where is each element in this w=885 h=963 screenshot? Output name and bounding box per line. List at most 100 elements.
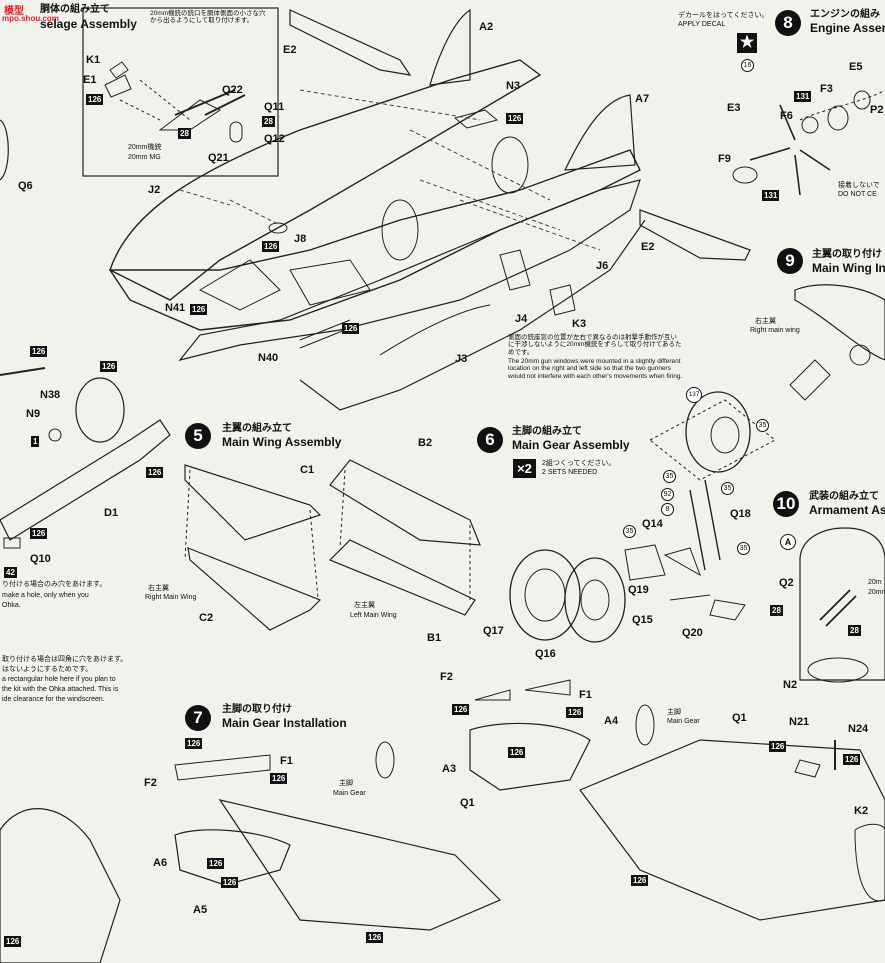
label-k3: K3 [572,318,587,330]
badge-28-q2: 28 [770,605,783,616]
turret-gun-shape [819,589,857,627]
wing-right-install-shape [579,739,885,921]
part-k2-shape [854,823,885,902]
badge-28-gun: 28 [848,625,861,636]
part-j3-shape [379,304,491,356]
cockpit-seat-shape [198,259,281,311]
part-f2-f1-top-shape [474,679,571,701]
badge-126-a6: 126 [207,858,225,869]
left-part-q6 [0,119,9,181]
color-137: 137 [686,387,702,403]
label-j8: J8 [294,233,307,245]
badge-126-j8: 126 [262,241,280,252]
sub-step-a: A [780,534,796,550]
part-e5-shape [853,90,871,110]
step-7-title-en: Main Gear Installation [222,716,347,730]
label-q21: Q21 [208,152,229,164]
badge-126-n21: 126 [769,741,787,752]
badge-126-a4: 126 [508,747,526,758]
note2-ja2: はないようにするためです。 [2,666,93,673]
badge-126-bottom-left: 126 [4,936,22,947]
step-9-number: 9 [777,248,803,274]
label-q22: Q22 [222,84,243,96]
color-35-c: 35 [721,482,734,495]
part-j4-shape [499,249,531,291]
wing-b1-shape [328,539,476,616]
badge-126-right-wing: 126 [631,875,649,886]
label-n38: N38 [40,389,61,401]
label-f1-top: F1 [579,689,592,701]
color-92: 92 [661,488,674,501]
wheel-install-shape [375,741,395,779]
note1-en1: make a hole, only when you [2,592,89,599]
bulkhead-shape-2 [381,199,419,261]
badge-126-f1-top: 126 [566,707,584,718]
label-j6: J6 [596,260,609,272]
badge-28: 28 [262,116,275,127]
wing-install-shape [218,799,502,931]
label-e1: E1 [83,74,97,86]
label-q18: Q18 [730,508,751,520]
badge-126-left: 126 [30,346,48,357]
sets-en: 2 SETS NEEDED [542,469,598,476]
left-rod [0,367,46,376]
label-q20: Q20 [682,627,703,639]
main-gear-ja: 主脚 [339,780,353,787]
part-n3-shape [453,109,499,129]
wheel-q16-inner [580,579,610,621]
part-e1-shape [104,74,132,98]
wheel-q17-inner [524,568,566,622]
tail-a7 [563,94,636,171]
stabilizer-e2-bottom [639,209,751,261]
note1-ja: り付ける場合のみ穴をあけます。 [2,581,107,588]
label-q1-right: Q1 [732,712,747,724]
gun-barrel-line-2 [204,94,246,116]
left-main-wing-en: Left Main Wing [350,612,397,619]
badge-42: 42 [4,567,17,578]
label-q10: Q10 [30,553,51,565]
badge-126-d1: 126 [146,467,164,478]
nacelle-shape [849,344,871,366]
warning-en: DO NOT CE [838,191,877,198]
label-q14: Q14 [642,518,663,530]
label-f1: F1 [280,755,293,767]
label-a3: A3 [442,763,457,775]
note1-en2: Ohka. [2,602,21,609]
part-q19-shape [624,544,666,581]
label-f3: F3 [820,83,833,95]
left-main-wing-ja: 左主翼 [354,602,375,609]
decal-number: 16 [741,59,754,72]
strut-q18-shape [689,479,721,571]
fuselage-title-ja: 胴体の組み立て [40,4,110,15]
inset-frame [82,7,279,177]
part-j8-shape [268,222,288,234]
badge-126-f1: 126 [270,773,288,784]
color-35-a: 35 [756,419,769,432]
badge-126-n40: 126 [342,323,360,334]
cockpit-floor-shape [289,259,371,306]
badge-126-n3: 126 [506,113,524,124]
label-j4: J4 [515,313,528,325]
gun-barrel-line [174,89,236,116]
label-p2: P2 [870,104,884,116]
step-9-title-en: Main Wing In [812,261,885,275]
note2-en3: ide clearance for the windscreen. [2,696,105,703]
engine-prop-shape [789,359,831,401]
part-n9-shape [48,428,62,442]
guide-lines [119,79,191,121]
label-a6: A6 [153,857,168,869]
bulkhead-shape [491,136,529,194]
color-35-d: 35 [623,525,636,538]
fuselage-upper [109,59,542,301]
wing-right-shape [794,284,885,361]
decal-note-ja: デカールをはってください。 [678,12,769,19]
propeller-blades [749,104,831,196]
step-10-title-en: Armament As [809,503,885,517]
wing-guides-1 [184,469,319,599]
part-n38-shape [75,377,125,443]
gun-mount-shape [158,99,221,131]
gun-label-en: 20mm MG [128,154,161,161]
label-n24: N24 [848,723,869,735]
